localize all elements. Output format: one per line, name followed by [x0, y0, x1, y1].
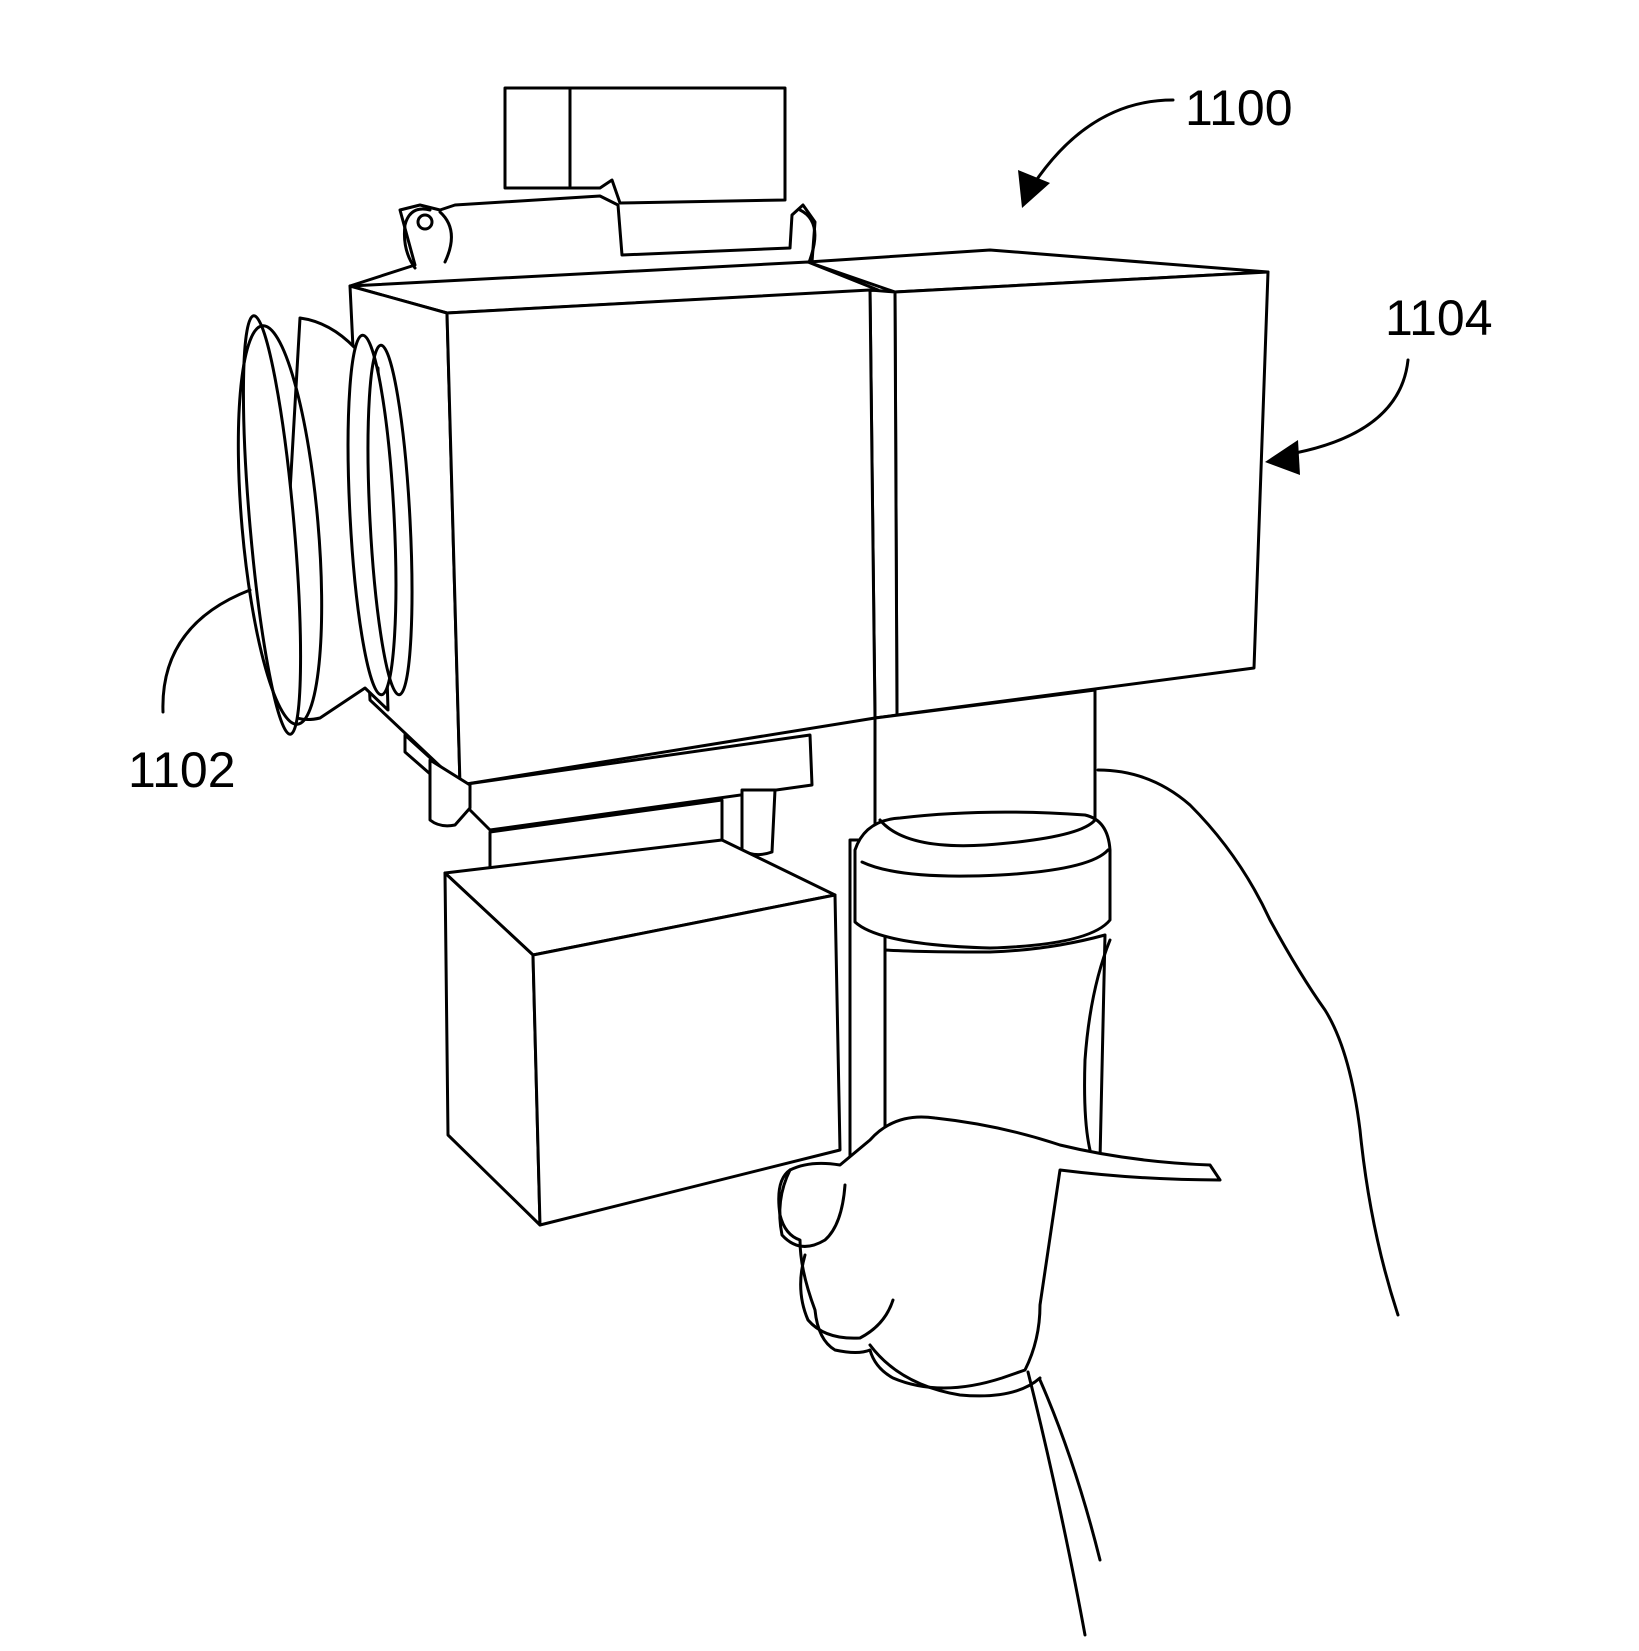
- body-block: [350, 262, 878, 785]
- arrowhead-1100-icon: [1018, 170, 1050, 208]
- label-1102: 1102: [128, 742, 236, 798]
- top-clip: [350, 88, 815, 286]
- lower-box: [445, 840, 840, 1225]
- leader-1100: [1033, 100, 1173, 185]
- handle: [840, 690, 1110, 1175]
- arrowhead-1104-icon: [1265, 440, 1300, 475]
- leader-1104: [1285, 360, 1408, 455]
- label-1104: 1104: [1385, 290, 1493, 346]
- label-1100: 1100: [1185, 80, 1293, 136]
- head-unit: [808, 250, 1268, 718]
- leader-1102: [163, 590, 250, 712]
